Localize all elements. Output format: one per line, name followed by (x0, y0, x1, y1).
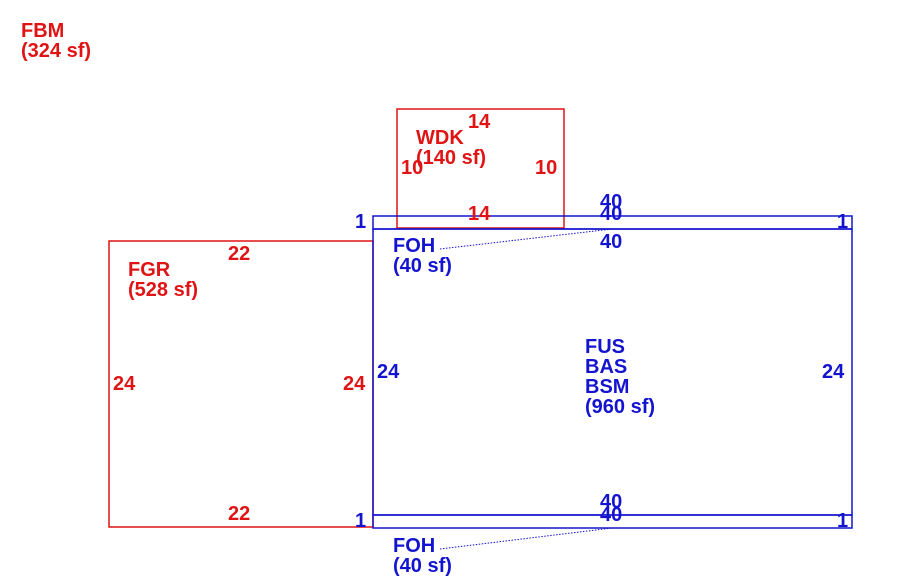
foh-bottom-dim-right: 1 (837, 510, 849, 532)
foh-bottom-dim-a: 40 (600, 491, 623, 513)
wdk-outline (396, 108, 565, 229)
fbm-label: FBM (324 sf) (21, 21, 91, 61)
foh-top-dim-left: 1 (355, 211, 367, 233)
fgr-dim-bottom: 22 (228, 503, 251, 525)
foh-bottom-code: FOH (393, 535, 436, 557)
foh-top-dim-a: 40 (600, 191, 623, 213)
wdk-area: (140 sf) (416, 147, 487, 169)
foh-bottom-outline (372, 514, 853, 529)
fbm-code: FBM (21, 20, 65, 42)
main-dim-right: 24 (822, 361, 845, 383)
foh-top-leader (439, 228, 613, 250)
fgr-area: (528 sf) (128, 279, 199, 301)
main-code-1: FUS (585, 336, 625, 358)
foh-top-dim-c: 40 (600, 231, 623, 253)
foh-top-label: FOH (40 sf) (393, 236, 452, 276)
main-label: FUS BAS BSM (960 sf) (585, 337, 655, 417)
wdk-code: WDK (416, 127, 464, 149)
fgr-dim-right: 24 (343, 373, 366, 395)
foh-bottom-label: FOH (40 sf) (393, 536, 452, 576)
wdk-label: WDK (140 sf) (416, 128, 486, 168)
main-dim-left: 24 (377, 361, 400, 383)
fgr-code: FGR (128, 259, 171, 281)
fgr-dim-top: 22 (228, 243, 251, 265)
wdk-dim-left: 10 (401, 157, 424, 179)
foh-bottom-dim-left: 1 (355, 510, 367, 532)
foh-top-area: (40 sf) (393, 255, 452, 277)
main-code-3: BSM (585, 376, 630, 398)
foh-bottom-dim-b: 40 (600, 504, 623, 526)
foh-bottom-leader (439, 527, 613, 550)
foh-bottom-area: (40 sf) (393, 555, 452, 577)
fbm-area: (324 sf) (21, 40, 92, 62)
fgr-dim-left: 24 (113, 373, 136, 395)
wdk-dim-bottom: 14 (468, 203, 491, 225)
foh-top-outline (372, 215, 853, 230)
main-code-2: BAS (585, 356, 628, 378)
wdk-dim-top: 14 (468, 111, 491, 133)
foh-top-dim-right: 1 (837, 211, 849, 233)
main-area: (960 sf) (585, 396, 656, 418)
wdk-dim-right: 10 (535, 157, 558, 179)
foh-top-dim-b: 40 (600, 203, 623, 225)
fgr-label: FGR (528 sf) (128, 260, 198, 300)
foh-top-code: FOH (393, 235, 436, 257)
